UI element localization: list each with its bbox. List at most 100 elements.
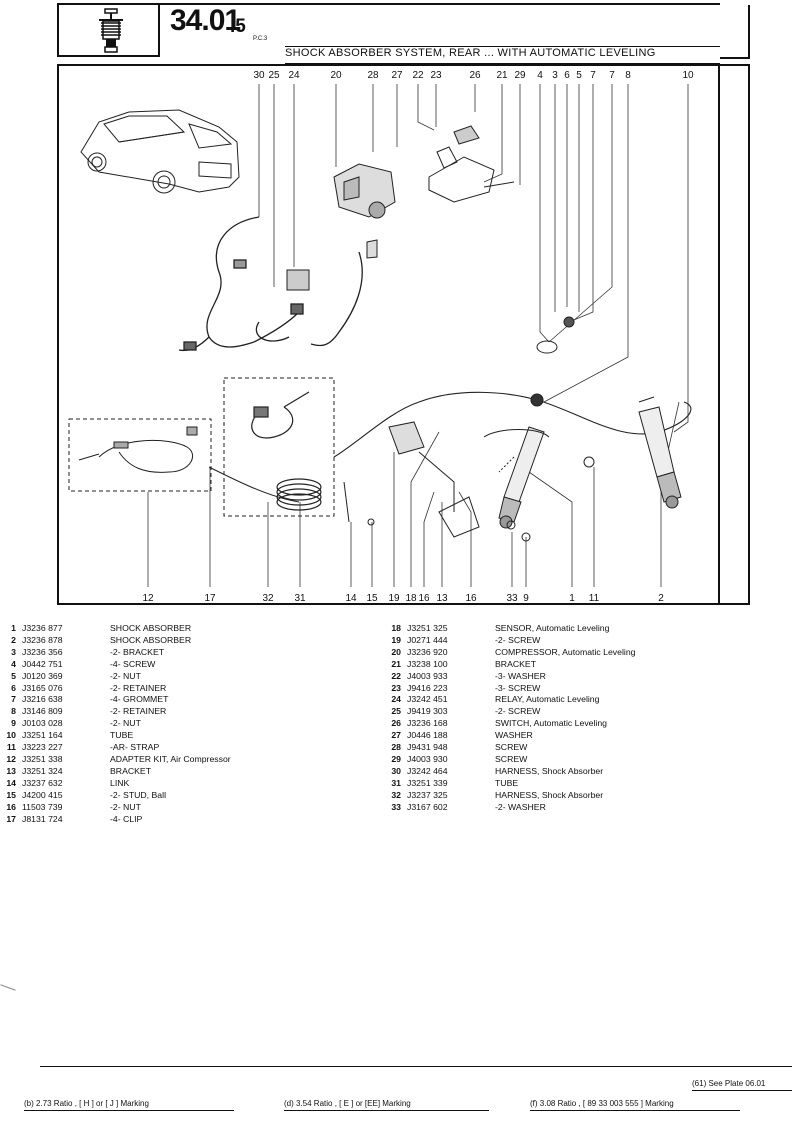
part-row: 6 J3165 076 -2- RETAINER: [0, 683, 231, 695]
part-number-index: 20: [391, 646, 401, 657]
part-number-index: 16: [6, 801, 16, 812]
callout-1: 1: [569, 593, 575, 604]
part-row: 20 J3236 920 COMPRESSOR, Automatic Levelin…: [385, 646, 636, 659]
part-number-index: 6: [11, 682, 16, 693]
part-description: -2- WASHER: [495, 801, 546, 812]
part-description: SCREW: [495, 753, 528, 764]
sensor-linkage: [343, 421, 595, 542]
callout-23: 23: [430, 70, 442, 81]
part-description: -2- STUD, Ball: [110, 789, 166, 800]
part-row: 24 J3242 451 RELAY, Automatic Leveling: [385, 694, 636, 706]
callout-5: 5: [576, 70, 582, 81]
callout-3: 3: [552, 70, 558, 81]
group-box-32: [223, 377, 335, 517]
part-description: HARNESS, Shock Absorber: [495, 789, 604, 800]
callout-20: 20: [330, 70, 342, 81]
part-number: J3251 164: [22, 730, 63, 741]
part-number-index: 8: [11, 706, 16, 717]
part-description: SHOCK ABSORBER: [110, 634, 192, 645]
exploded-parts-diagram: [68, 84, 692, 587]
part-number: J9416 223: [407, 682, 448, 693]
callout-13: 13: [436, 593, 448, 604]
callout-31: 31: [294, 593, 306, 604]
part-number-index: 27: [391, 730, 401, 741]
part-description: BRACKET: [495, 658, 537, 669]
callout-16a: 16: [418, 593, 430, 604]
part-description: -2- NUT: [110, 801, 141, 812]
callout-11: 11: [588, 593, 600, 604]
part-number: J3236 877: [22, 623, 63, 633]
diagram-side-bracket: [720, 64, 750, 605]
part-number: J3236 168: [407, 718, 448, 729]
part-description: -AR- STRAP: [110, 742, 160, 753]
part-number-index: 7: [11, 694, 16, 705]
part-number-index: 13: [6, 765, 16, 776]
callout-21: 21: [496, 70, 508, 81]
part-number-index: 14: [6, 777, 16, 788]
callout-18: 18: [405, 593, 417, 604]
part-description: -2- RETAINER: [110, 682, 167, 693]
part-number-index: 24: [391, 694, 401, 705]
plate-icon-box: [57, 3, 160, 57]
part-description: -3- SCREW: [495, 682, 541, 693]
callout-7b: 7: [609, 70, 615, 81]
part-description: LINK: [110, 777, 130, 788]
part-number-index: 32: [391, 789, 401, 800]
header-rule: [160, 3, 720, 57]
see-plate-note: (61) See Plate 06.01: [692, 1079, 766, 1088]
part-number-index: 29: [391, 753, 401, 764]
bracket-illustration: [428, 125, 515, 203]
callout-22: 22: [412, 70, 424, 81]
shock-absorber-icon: [99, 8, 123, 53]
callout-4: 4: [537, 70, 543, 81]
corner-rule-h: [720, 57, 750, 59]
see-plate-rule: [692, 1090, 792, 1091]
footnote-d: (d) 3.54 Ratio , [ E ] or [EE] Marking: [284, 1099, 411, 1108]
part-description: BRACKET: [110, 765, 152, 776]
part-number: J0271 444: [407, 634, 448, 645]
part-number: J3251 325: [407, 623, 448, 633]
part-number: J3165 076: [22, 682, 63, 693]
part-number: J3236 920: [407, 646, 448, 657]
callout-14: 14: [345, 593, 357, 604]
footnote-d-rule: [284, 1110, 489, 1111]
part-description: -2- NUT: [110, 670, 141, 681]
callout-15: 15: [366, 593, 378, 604]
callout-7a: 7: [590, 70, 596, 81]
part-description: -4- CLIP: [110, 813, 143, 824]
part-number: J3251 338: [22, 753, 63, 764]
part-number: 11503 739: [22, 801, 63, 812]
part-description: TUBE: [495, 777, 519, 788]
callout-19: 19: [388, 593, 400, 604]
part-number-index: 19: [391, 634, 401, 645]
part-number: J3236 878: [22, 634, 63, 645]
part-number-index: 9: [11, 718, 16, 729]
callout-33: 33: [506, 593, 518, 604]
callout-17: 17: [204, 593, 216, 604]
part-number: J3242 451: [407, 694, 448, 705]
part-description: COMPRESSOR, Automatic Leveling: [495, 646, 636, 657]
part-description: RELAY, Automatic Leveling: [495, 694, 600, 705]
callout-16b: 16: [465, 593, 477, 604]
part-description: SCREW: [495, 742, 528, 753]
part-description: SENSOR, Automatic Leveling: [495, 623, 610, 633]
part-number-index: 1: [11, 623, 16, 633]
